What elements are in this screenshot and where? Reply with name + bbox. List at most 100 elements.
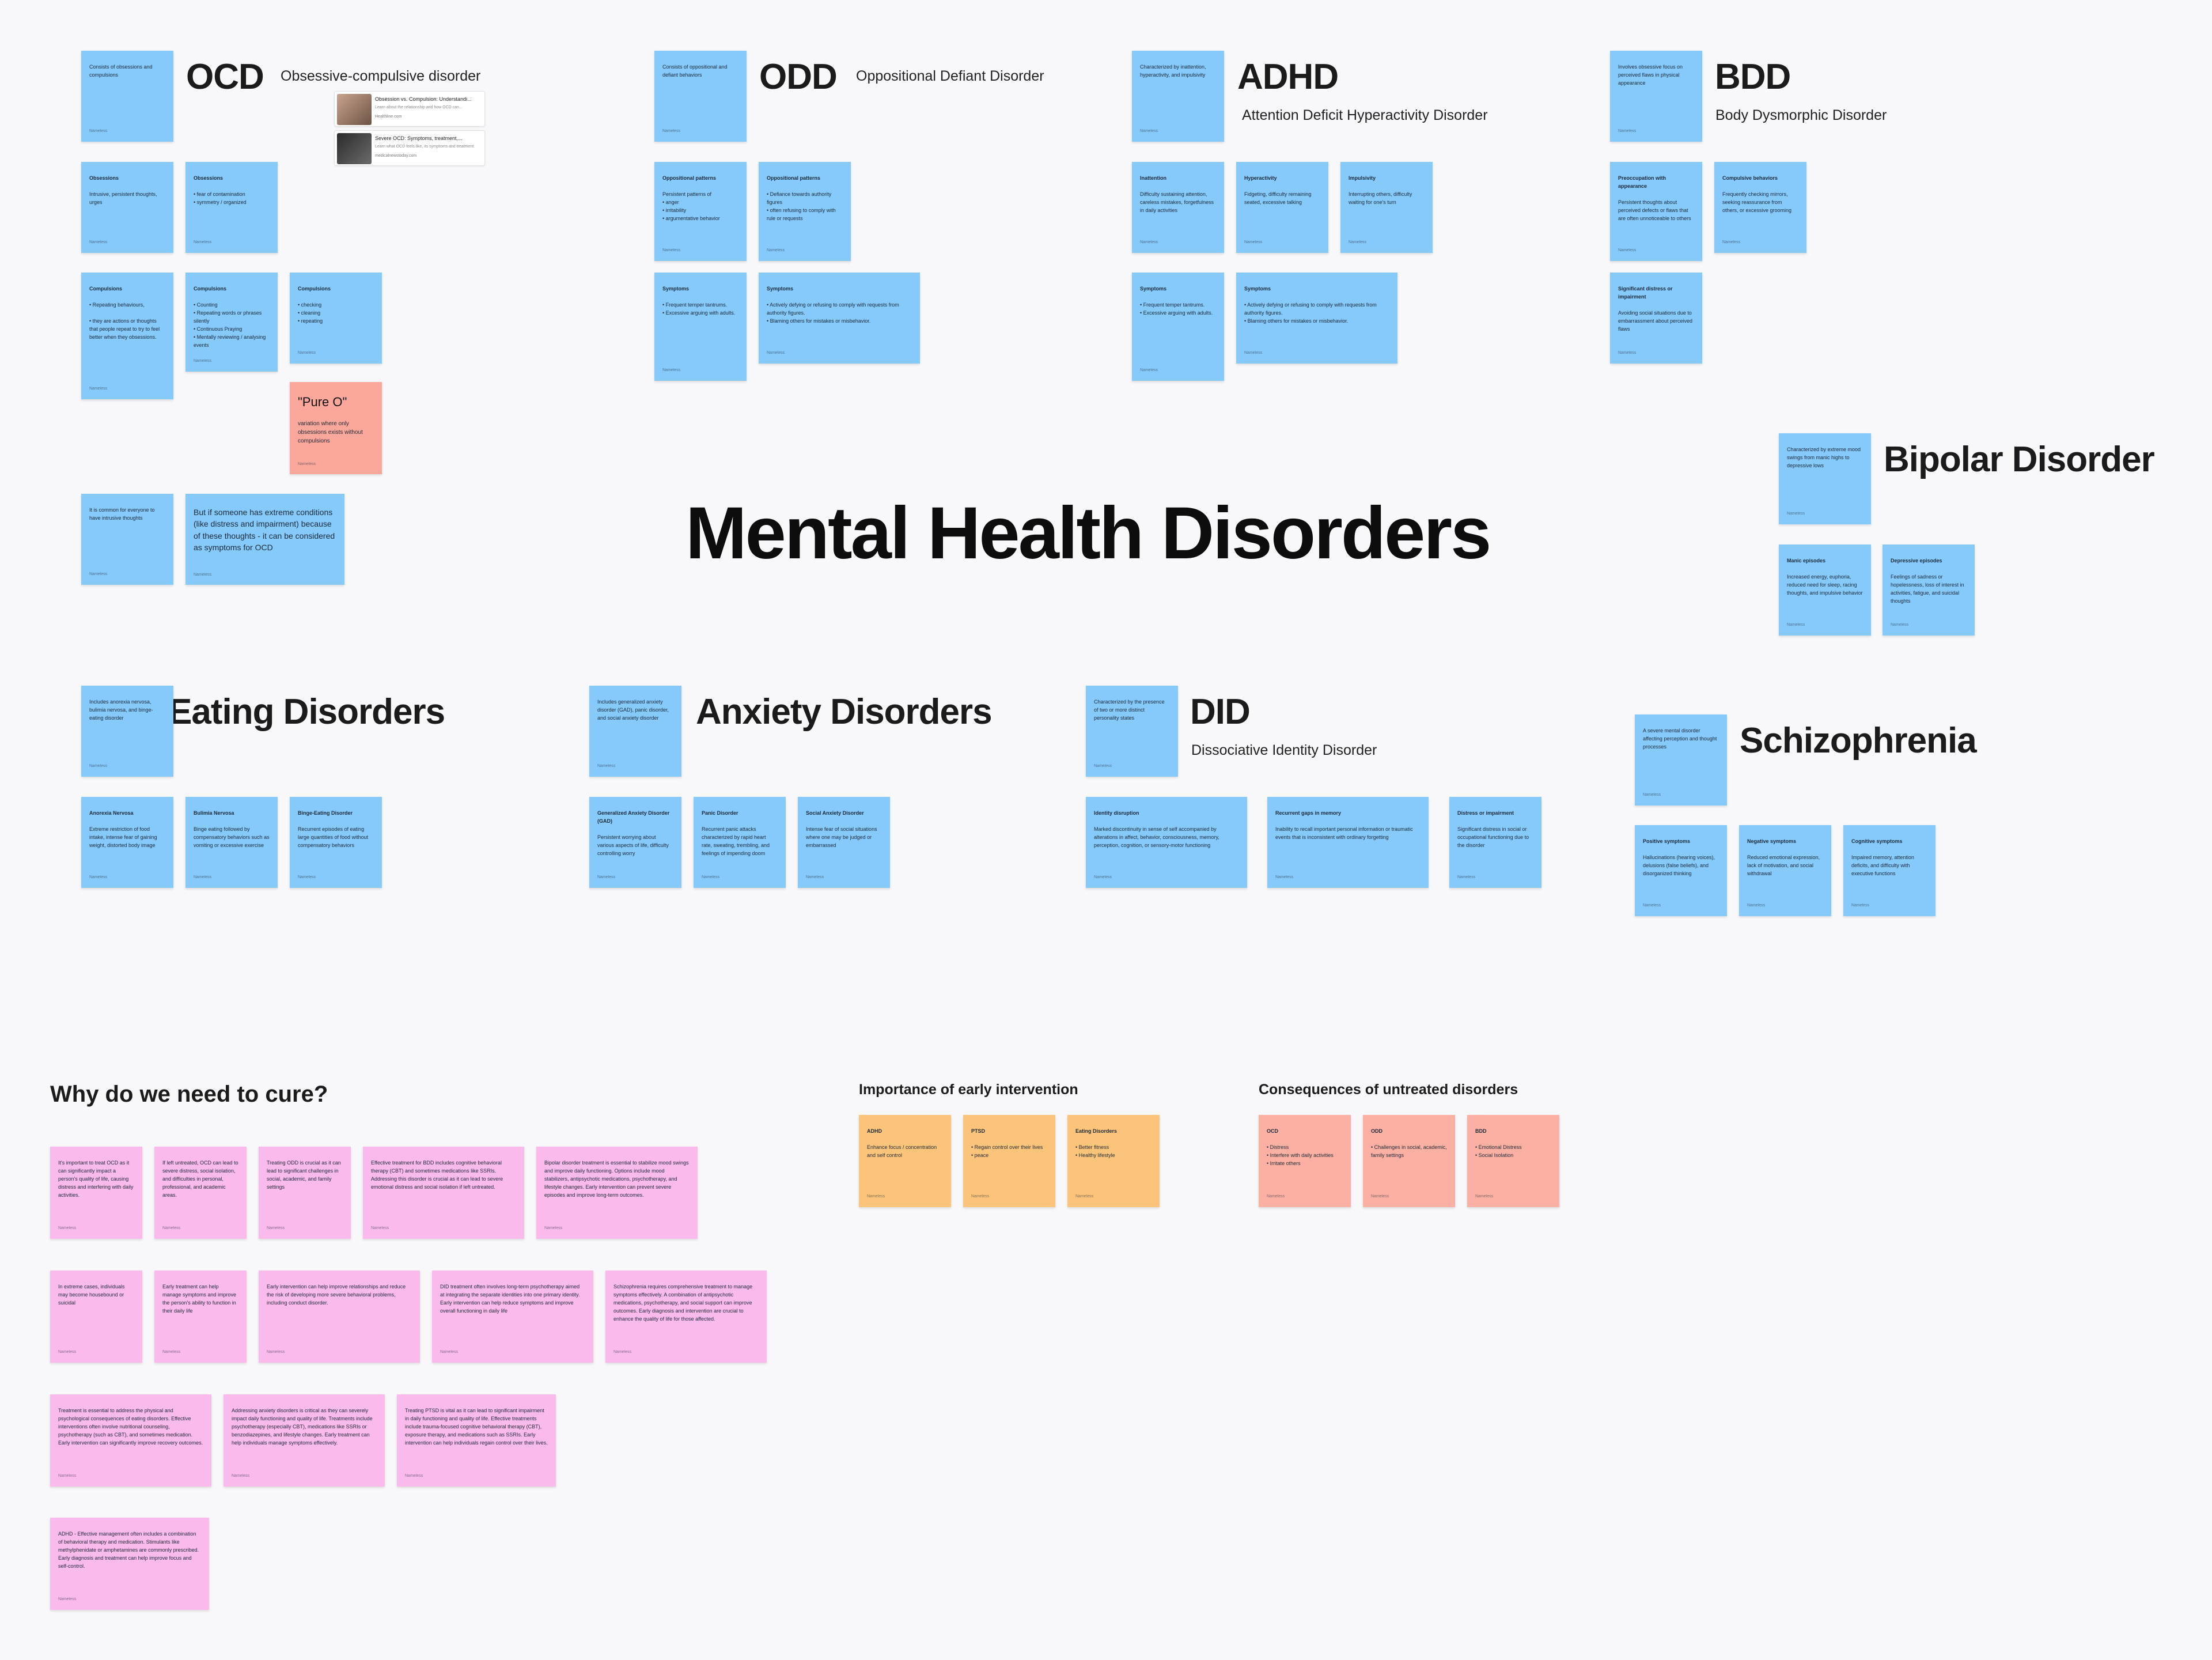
odd-overview-note[interactable]: Consists of oppositional and defiant beh… bbox=[654, 51, 747, 142]
cure-note[interactable]: Addressing anxiety disorders is critical… bbox=[224, 1394, 385, 1487]
note-title: Symptoms bbox=[1140, 286, 1167, 292]
cure-note[interactable]: If left untreated, OCD can lead to sever… bbox=[154, 1147, 247, 1239]
ocd-overview-note[interactable]: Consists of obsessions and compulsions N… bbox=[81, 51, 173, 142]
adhd-overview-note[interactable]: Characterized by inattention, hyperactiv… bbox=[1132, 51, 1224, 142]
ocd-common-note[interactable]: It is common for everyone to have intrus… bbox=[81, 494, 173, 585]
note-body: Intrusive, persistent thoughts, urges bbox=[89, 191, 157, 205]
did-subtitle: Dissociative Identity Disorder bbox=[1191, 742, 1377, 758]
cure-note[interactable]: Bipolar disorder treatment is essential … bbox=[536, 1147, 698, 1239]
note-author-label: Nameless bbox=[267, 1226, 285, 1231]
adhd-impulsivity-note[interactable]: Impulsivity Interrupting others, difficu… bbox=[1340, 162, 1433, 253]
cure-note[interactable]: Effective treatment for BDD includes cog… bbox=[363, 1147, 524, 1239]
note-title: "Pure O" bbox=[298, 395, 347, 409]
bipolar-heading: Bipolar Disorder bbox=[1884, 440, 2155, 479]
did-heading: DID bbox=[1190, 692, 1251, 732]
bipolar-overview-note[interactable]: Characterized by extreme mood swings fro… bbox=[1779, 433, 1871, 524]
untreated-consequence-note[interactable]: OCD • Distress • Interfere with daily ac… bbox=[1259, 1115, 1351, 1207]
cure-note[interactable]: Treating ODD is crucial as it can lead t… bbox=[259, 1147, 351, 1239]
note-body: Increased energy, euphoria, reduced need… bbox=[1787, 573, 1863, 596]
bdd-distress-note[interactable]: Significant distress or impairment Avoid… bbox=[1610, 273, 1702, 364]
early-intervention-note[interactable]: Eating Disorders • Better fitness • Heal… bbox=[1067, 1115, 1160, 1207]
note-title: Negative symptoms bbox=[1747, 838, 1797, 844]
bdd-compulsive-note[interactable]: Compulsive behaviors Frequently checking… bbox=[1714, 162, 1806, 253]
note-title: Anorexia Nervosa bbox=[89, 810, 134, 816]
ocd-obsessions-note-2[interactable]: Obsessions • fear of contamination • sym… bbox=[185, 162, 278, 253]
adhd-symptoms-note-1[interactable]: Symptoms • Frequent temper tantrums. • E… bbox=[1132, 273, 1224, 381]
cure-note[interactable]: ADHD - Effective management often includ… bbox=[50, 1518, 209, 1610]
cure-note[interactable]: In extreme cases, individuals may become… bbox=[50, 1270, 142, 1363]
eating-heading: Eating Disorders bbox=[168, 692, 445, 732]
odd-patterns-note-2[interactable]: Oppositional patterns • Defiance towards… bbox=[759, 162, 851, 261]
did-distress-note[interactable]: Distress or impairment Significant distr… bbox=[1449, 797, 1541, 888]
early-intervention-note[interactable]: PTSD • Regain control over their lives •… bbox=[963, 1115, 1055, 1207]
schizophrenia-negative-note[interactable]: Negative symptoms Reduced emotional expr… bbox=[1739, 825, 1831, 916]
bdd-preoccupation-note[interactable]: Preoccupation with appearance Persistent… bbox=[1610, 162, 1702, 261]
anxiety-panic-note[interactable]: Panic Disorder Recurrent panic attacks c… bbox=[694, 797, 786, 888]
note-author-label: Nameless bbox=[1643, 793, 1661, 797]
eating-binge-note[interactable]: Binge-Eating Disorder Recurrent episodes… bbox=[290, 797, 382, 888]
ocd-compulsions-note-1[interactable]: Compulsions • Repeating behaviours, • th… bbox=[81, 273, 173, 399]
adhd-symptoms-note-2[interactable]: Symptoms • Actively defying or refusing … bbox=[1236, 273, 1397, 364]
ocd-compulsions-note-3[interactable]: Compulsions • checking • cleaning • repe… bbox=[290, 273, 382, 364]
did-overview-note[interactable]: Characterized by the presence of two or … bbox=[1086, 686, 1178, 777]
ocd-pure-o-note[interactable]: "Pure O" variation where only obsessions… bbox=[290, 382, 382, 474]
schizophrenia-cognitive-note[interactable]: Cognitive symptoms Impaired memory, atte… bbox=[1843, 825, 1936, 916]
note-body: Recurrent panic attacks characterized by… bbox=[702, 826, 770, 856]
note-body: Impaired memory, attention deficits, and… bbox=[1851, 854, 1914, 876]
cure-note[interactable]: Schizophrenia requires comprehensive tre… bbox=[605, 1270, 767, 1363]
note-author-label: Nameless bbox=[1140, 368, 1158, 373]
cure-note[interactable]: Early intervention can help improve rela… bbox=[259, 1270, 420, 1363]
anxiety-gad-note[interactable]: Generalized Anxiety Disorder (GAD) Persi… bbox=[589, 797, 681, 888]
note-body: A severe mental disorder affecting perce… bbox=[1643, 728, 1717, 750]
note-author-label: Nameless bbox=[89, 387, 108, 391]
odd-symptoms-note-1[interactable]: Symptoms • Frequent temper tantrums. • E… bbox=[654, 273, 747, 381]
note-title: Obsessions bbox=[89, 175, 119, 181]
early-intervention-heading: Importance of early intervention bbox=[859, 1082, 1078, 1098]
cure-note[interactable]: Treating PTSD is vital as it can lead to… bbox=[397, 1394, 556, 1487]
odd-symptoms-note-2[interactable]: Symptoms • Actively defying or refusing … bbox=[759, 273, 920, 364]
schizophrenia-positive-note[interactable]: Positive symptoms Hallucinations (hearin… bbox=[1635, 825, 1727, 916]
note-author-label: Nameless bbox=[194, 359, 212, 364]
eating-anorexia-note[interactable]: Anorexia Nervosa Extreme restriction of … bbox=[81, 797, 173, 888]
untreated-consequence-note[interactable]: BDD • Emotional Distress • Social Isolat… bbox=[1467, 1115, 1559, 1207]
cure-note[interactable]: DID treatment often involves long-term p… bbox=[432, 1270, 593, 1363]
note-author-label: Nameless bbox=[597, 875, 616, 880]
adhd-hyperactivity-note[interactable]: Hyperactivity Fidgeting, difficulty rema… bbox=[1236, 162, 1328, 253]
untreated-consequence-note[interactable]: ODD • Challenges in social, academic, fa… bbox=[1363, 1115, 1455, 1207]
note-title: Generalized Anxiety Disorder (GAD) bbox=[597, 810, 670, 824]
note-author-label: Nameless bbox=[1244, 351, 1263, 356]
eating-overview-note[interactable]: Includes anorexia nervosa, bulimia nervo… bbox=[81, 686, 173, 777]
did-identity-note[interactable]: Identity disruption Marked discontinuity… bbox=[1086, 797, 1247, 888]
bdd-subtitle: Body Dysmorphic Disorder bbox=[1715, 107, 1887, 123]
note-title: Panic Disorder bbox=[702, 810, 738, 816]
adhd-inattention-note[interactable]: Inattention Difficulty sustaining attent… bbox=[1132, 162, 1224, 253]
did-memory-note[interactable]: Recurrent gaps in memory Inability to re… bbox=[1267, 797, 1429, 888]
note-author-label: Nameless bbox=[267, 1350, 285, 1355]
bdd-heading: BDD bbox=[1715, 57, 1791, 97]
cure-note[interactable]: Early treatment can help manage symptoms… bbox=[154, 1270, 247, 1363]
note-body: It is common for everyone to have intrus… bbox=[89, 507, 155, 521]
ocd-extreme-note[interactable]: But if someone has extreme conditions (l… bbox=[185, 494, 344, 585]
bdd-overview-note[interactable]: Involves obsessive focus on perceived fl… bbox=[1610, 51, 1702, 142]
ocd-subtitle: Obsessive-compulsive disorder bbox=[281, 68, 481, 84]
ocd-obsessions-note-1[interactable]: Obsessions Intrusive, persistent thought… bbox=[81, 162, 173, 253]
schizophrenia-overview-note[interactable]: A severe mental disorder affecting perce… bbox=[1635, 714, 1727, 806]
note-body: Extreme restriction of food intake, inte… bbox=[89, 826, 157, 848]
bipolar-depressive-note[interactable]: Depressive episodes Feelings of sadness … bbox=[1883, 544, 1975, 636]
link-title: Severe OCD: Symptoms, treatment,... bbox=[375, 135, 463, 141]
anxiety-social-note[interactable]: Social Anxiety Disorder Intense fear of … bbox=[798, 797, 890, 888]
note-body: • Better fitness • Healthy lifestyle bbox=[1075, 1144, 1115, 1158]
eating-bulimia-note[interactable]: Bulimia Nervosa Binge eating followed by… bbox=[185, 797, 278, 888]
note-title: ODD bbox=[1371, 1128, 1382, 1134]
odd-patterns-note-1[interactable]: Oppositional patterns Persistent pattern… bbox=[654, 162, 747, 261]
bipolar-manic-note[interactable]: Manic episodes Increased energy, euphori… bbox=[1779, 544, 1871, 636]
anxiety-overview-note[interactable]: Includes generalized anxiety disorder (G… bbox=[589, 686, 681, 777]
link-card-ocd-2[interactable]: Severe OCD: Symptoms, treatment,... Lear… bbox=[334, 130, 485, 166]
link-card-ocd-1[interactable]: Obsession vs. Compulsion: Understandi...… bbox=[334, 91, 485, 127]
early-intervention-note[interactable]: ADHD Enhance focus / concentration and s… bbox=[859, 1115, 951, 1207]
note-author-label: Nameless bbox=[544, 1226, 563, 1231]
cure-note[interactable]: It's important to treat OCD as it can si… bbox=[50, 1147, 142, 1239]
ocd-compulsions-note-2[interactable]: Compulsions • Counting • Repeating words… bbox=[185, 273, 278, 372]
note-title: Depressive episodes bbox=[1891, 558, 1942, 564]
cure-note[interactable]: Treatment is essential to address the ph… bbox=[50, 1394, 211, 1487]
